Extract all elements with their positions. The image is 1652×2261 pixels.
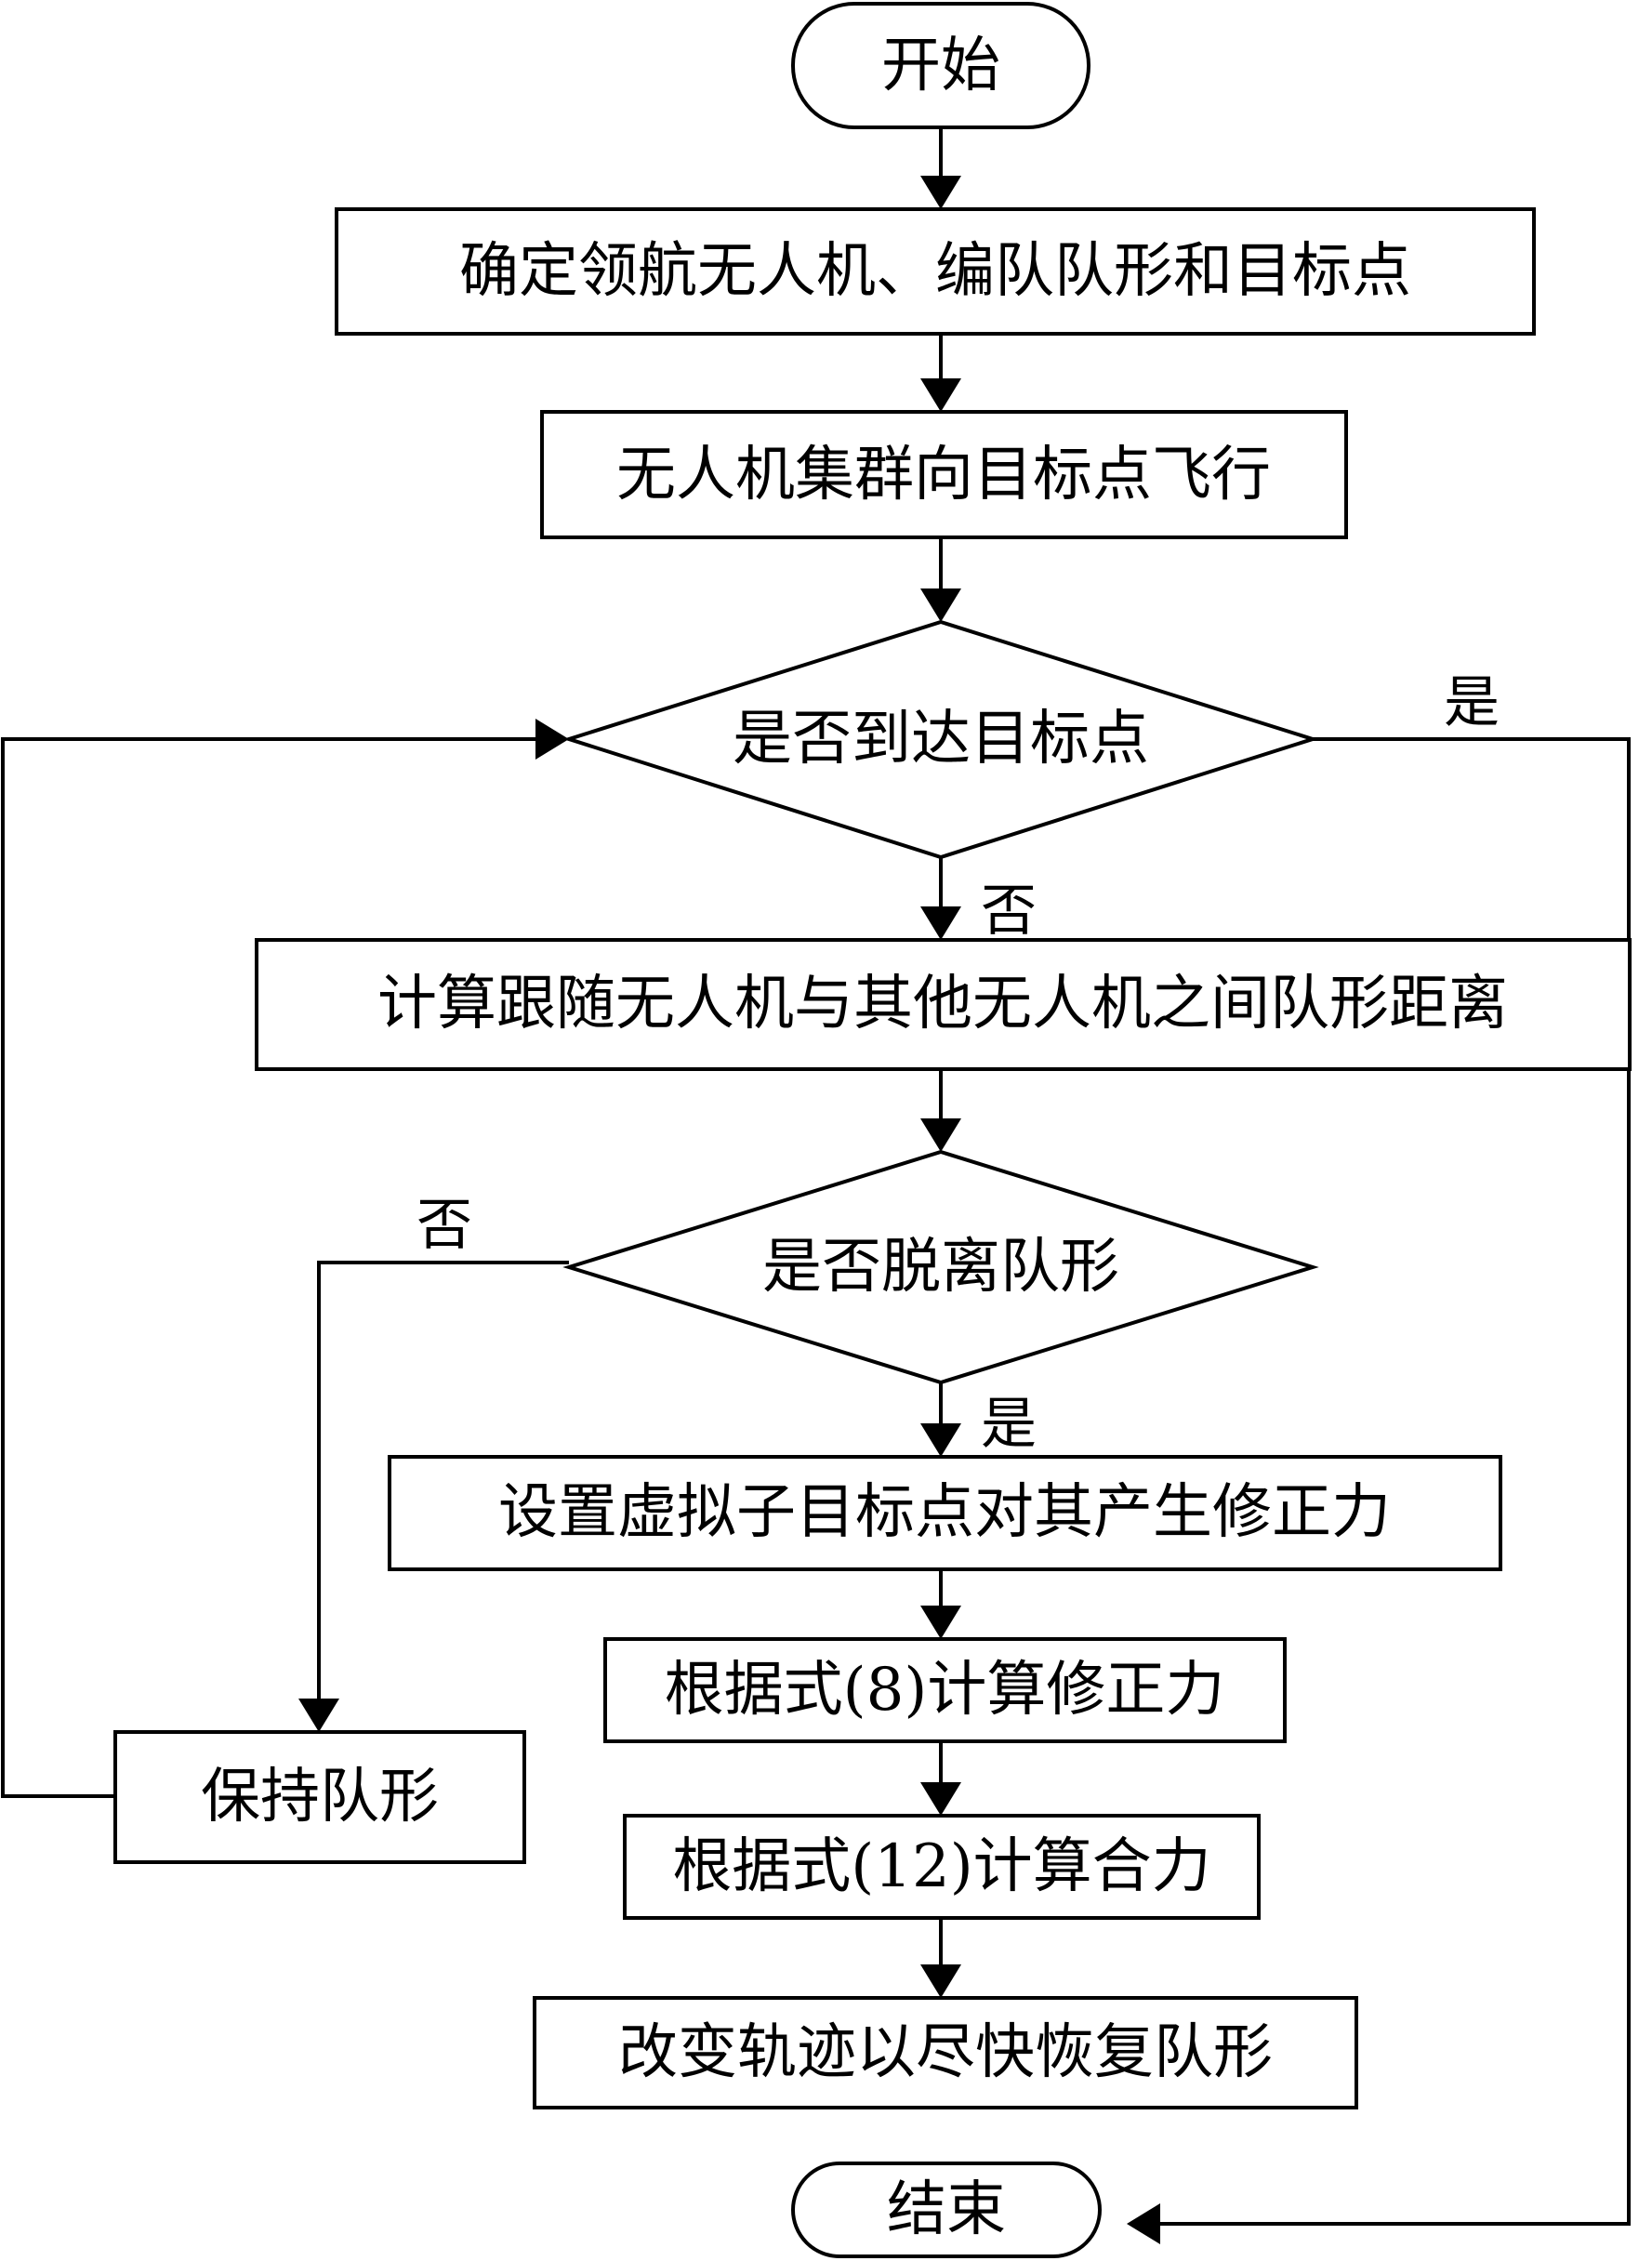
decision-reach-target-label: 是否到达目标点 <box>733 705 1149 774</box>
node-start: 开始 <box>791 2 1090 129</box>
node-correction-force: 根据式(8)计算修正力 <box>603 1637 1287 1743</box>
node-correction-force-label: 根据式(8)计算修正力 <box>665 1656 1225 1725</box>
arrowhead-icon <box>920 176 961 209</box>
node-start-label: 开始 <box>881 32 1000 100</box>
node-end-label: 结束 <box>887 2175 1006 2244</box>
edge-leave-no <box>317 1261 569 1723</box>
arrowhead-icon <box>920 378 961 412</box>
arrowhead-icon <box>535 719 569 760</box>
connectors <box>1 127 1631 2244</box>
node-determine: 确定领航无人机、编队队形和目标点 <box>335 207 1536 336</box>
node-resultant-force: 根据式(12)计算合力 <box>623 1814 1261 1920</box>
arrowhead-icon <box>920 906 961 940</box>
decision-leave-formation: 是否脱离队形 <box>562 1149 1319 1385</box>
arrowhead-icon <box>298 1699 339 1732</box>
edge-label-leave-yes: 是 <box>981 1392 1037 1457</box>
decision-leave-formation-label: 是否脱离队形 <box>762 1233 1119 1302</box>
node-change-trajectory-label: 改变轨迹以尽快恢复队形 <box>618 2018 1273 2087</box>
node-virtual-subtarget: 设置虚拟子目标点对其产生修正力 <box>388 1455 1502 1571</box>
edge-reach-yes <box>1134 737 1631 2226</box>
arrowhead-icon <box>920 1964 961 1998</box>
node-change-trajectory: 改变轨迹以尽快恢复队形 <box>533 1996 1358 2109</box>
node-determine-label: 确定领航无人机、编队队形和目标点 <box>459 237 1411 306</box>
node-resultant-force-label: 根据式(12)计算合力 <box>672 1832 1210 1901</box>
node-compute-distance-label: 计算跟随无人机与其他无人机之间队形距离 <box>377 970 1508 1038</box>
arrowhead-icon <box>920 1606 961 1639</box>
arrowhead-icon <box>920 1782 961 1816</box>
edge-keep-loopback <box>1 737 550 1798</box>
decision-reach-target: 是否到达目标点 <box>562 619 1319 860</box>
node-virtual-subtarget-label: 设置虚拟子目标点对其产生修正力 <box>498 1478 1391 1547</box>
node-keep-formation-label: 保持队形 <box>201 1763 439 1831</box>
node-keep-formation: 保持队形 <box>113 1730 526 1864</box>
edge-label-reach-yes: 是 <box>1444 670 1500 735</box>
arrowhead-icon <box>1127 2203 1160 2244</box>
node-compute-distance: 计算跟随无人机与其他无人机之间队形距离 <box>255 938 1632 1071</box>
edge-label-leave-no: 否 <box>416 1193 472 1258</box>
node-fly-to-target: 无人机集群向目标点飞行 <box>540 410 1348 539</box>
arrowhead-icon <box>920 588 961 622</box>
arrowhead-icon <box>920 1118 961 1152</box>
arrowhead-icon <box>920 1423 961 1457</box>
node-fly-to-target-label: 无人机集群向目标点飞行 <box>616 441 1271 509</box>
edge-label-reach-no: 否 <box>981 879 1037 944</box>
node-end: 结束 <box>791 2162 1102 2258</box>
